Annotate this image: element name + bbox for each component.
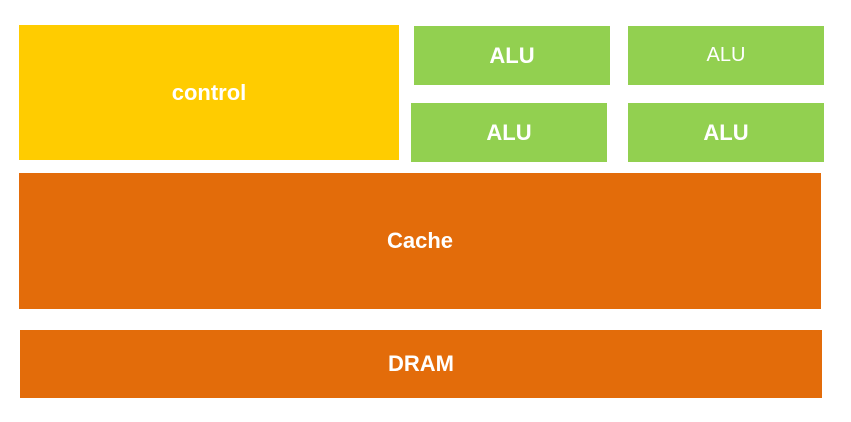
alu-label: ALU (706, 44, 746, 66)
alu-block: ALU (628, 103, 824, 162)
control-label: control (171, 79, 247, 105)
dram-block: DRAM (20, 330, 822, 398)
alu-block: ALU (411, 103, 607, 162)
alu-label: ALU (486, 119, 532, 145)
alu-label: ALU (703, 119, 749, 145)
alu-block: ALU (628, 26, 824, 85)
alu-block: ALU (414, 26, 610, 85)
control-block: control (19, 25, 399, 160)
dram-label: DRAM (388, 351, 454, 376)
cache-block: Cache (19, 173, 821, 309)
cache-label: Cache (386, 228, 454, 253)
alu-label: ALU (489, 42, 535, 68)
